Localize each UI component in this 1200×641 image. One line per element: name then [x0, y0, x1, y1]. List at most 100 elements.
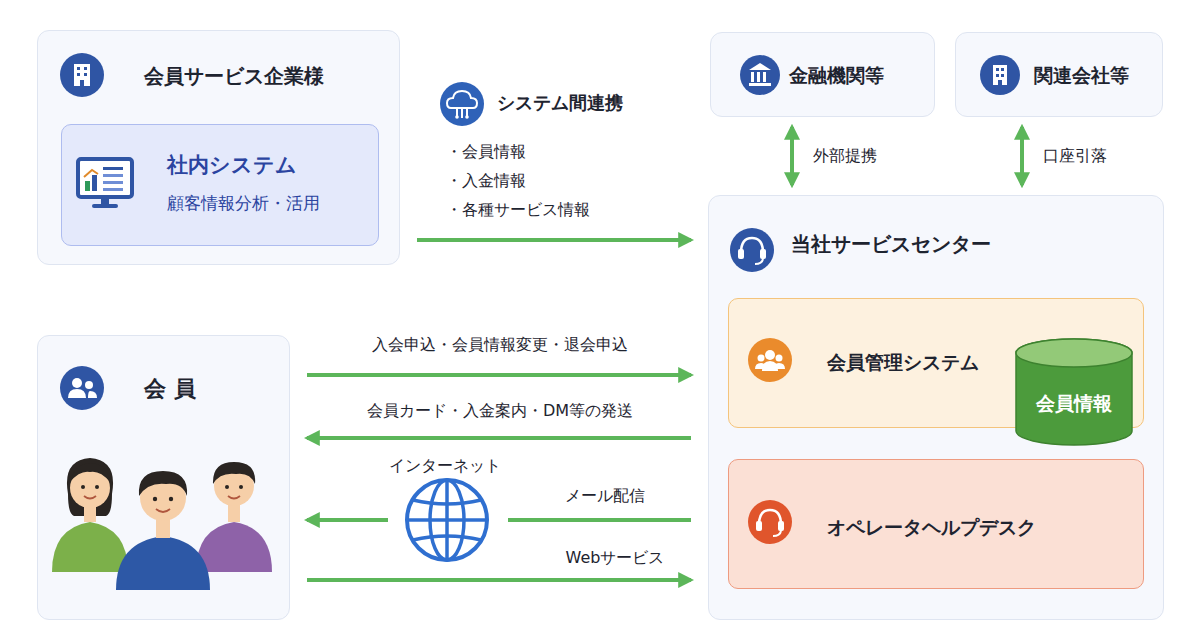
flow-arrow	[790, 127, 794, 185]
bank-icon-part	[749, 83, 771, 86]
people-icon-part	[776, 355, 783, 362]
monitor-icon-part	[85, 181, 90, 191]
flow-arrow	[1020, 127, 1024, 185]
flow-arrow	[307, 373, 691, 377]
building-icon-part	[80, 80, 84, 86]
company-box: 会員サービス企業様社内システム顧客情報分析・活用	[37, 30, 400, 265]
globe-icon	[407, 480, 487, 560]
people-icon-part	[758, 355, 765, 362]
flow-arrow	[417, 238, 691, 242]
people-illustration-part	[228, 502, 240, 522]
cloud-icon-part	[465, 115, 469, 119]
headset-icon	[748, 500, 792, 544]
building-icon-part	[996, 68, 999, 71]
people-illustration-part	[196, 522, 272, 572]
label-text: ・各種サービス情報	[446, 197, 646, 223]
bank-icon-part	[763, 72, 766, 82]
building-icon-part	[74, 64, 90, 86]
flow-arrow	[307, 436, 691, 440]
process-box: 会員管理システム会員情報	[728, 298, 1144, 428]
headset-icon-part	[760, 249, 766, 259]
bank-icon-part	[749, 63, 771, 70]
building-icon-part	[1001, 74, 1004, 77]
building-icon-part	[60, 53, 104, 97]
people-icon-part	[68, 389, 86, 398]
headset-icon-part	[748, 500, 792, 544]
building-icon-part	[993, 65, 1007, 85]
people-illustration-part	[95, 485, 99, 489]
monitor-icon-part	[78, 159, 132, 197]
people-illustration-part	[52, 522, 128, 572]
people-icon-part	[88, 391, 97, 398]
node-subtitle: 顧客情報分析・活用	[167, 189, 372, 217]
people-icon	[60, 366, 104, 410]
building-icon-part	[998, 80, 1002, 85]
people-illustration-part	[70, 468, 110, 508]
people-illustration-part	[156, 512, 170, 538]
people-illustration-part	[139, 471, 187, 496]
bank-icon	[740, 55, 780, 95]
node-title: 当社サービスセンター	[791, 230, 1091, 258]
people-illustration-part	[140, 475, 186, 521]
people-illustration-part	[228, 496, 240, 499]
cloud-icon-part	[455, 115, 459, 119]
people-icon-part	[775, 363, 785, 369]
headset-icon-part	[756, 521, 762, 531]
node-title: 会員情報	[1014, 389, 1134, 417]
cloud-icon-part	[461, 108, 463, 118]
bank-icon-part	[740, 55, 780, 95]
cloud-icon-part	[456, 108, 458, 116]
people-illustration-part	[153, 497, 157, 501]
globe-icon-part	[430, 480, 464, 560]
people-illustration-part	[81, 485, 85, 489]
edge-label: 口座引落	[1043, 143, 1143, 169]
node-title: 関連会社等	[1034, 61, 1159, 89]
globe-icon-part	[413, 500, 481, 504]
people-illustration-part	[84, 496, 96, 499]
people-illustration-part	[169, 497, 173, 501]
people-illustration-part	[239, 485, 243, 489]
people-icon-part	[85, 381, 93, 389]
building-icon	[980, 55, 1020, 95]
monitor-icon-part	[101, 197, 109, 205]
node-title: 会員管理システム	[827, 348, 1012, 376]
people-illustration-part	[70, 464, 110, 482]
edge-label: 外部提携	[813, 143, 913, 169]
cylinder-top	[1016, 339, 1132, 367]
process-box: オペレータヘルプデスク	[728, 459, 1144, 589]
headset-icon-part	[778, 521, 784, 531]
people-illustration-part	[214, 466, 254, 506]
system-box: 社内システム顧客情報分析・活用	[61, 124, 379, 246]
building-icon	[60, 53, 104, 97]
cloud-icon	[440, 82, 484, 126]
flow-arrow	[307, 518, 691, 522]
edge-label: 入会申込・会員情報変更・退会申込	[320, 332, 680, 358]
bank-icon-part	[757, 72, 760, 82]
flow-arrow	[307, 578, 691, 582]
service-center-box: 当社サービスセンター会員管理システム会員情報オペレータヘルプデスク	[708, 195, 1164, 620]
monitor-icon-part	[103, 188, 123, 191]
cloud-icon-part	[447, 91, 477, 108]
monitor-icon-part	[84, 170, 98, 177]
headset-icon-part	[755, 259, 763, 264]
label-text: インターネット	[370, 453, 520, 479]
globe-icon-part	[445, 480, 449, 560]
building-icon-part	[1001, 68, 1004, 71]
building-icon-part	[77, 73, 80, 76]
edge-label: Webサービス	[545, 545, 685, 571]
globe-icon-part	[407, 518, 487, 522]
node-title: 社内システム	[167, 151, 367, 179]
member-box: 会員	[37, 335, 290, 620]
partner-box: 金融機関等	[710, 32, 935, 117]
edge-label: 会員カード・入金案内・DM等の発送	[320, 398, 680, 424]
database-cylinder: 会員情報	[1014, 337, 1134, 447]
people-icon-part	[72, 378, 82, 388]
monitor-icon-part	[92, 204, 118, 208]
people-illustration	[52, 458, 272, 590]
building-icon-part	[84, 73, 87, 76]
globe-icon-part	[413, 536, 481, 540]
partner-box: 関連会社等	[955, 32, 1163, 117]
building-icon-part	[84, 67, 87, 70]
building-icon-part	[996, 74, 999, 77]
